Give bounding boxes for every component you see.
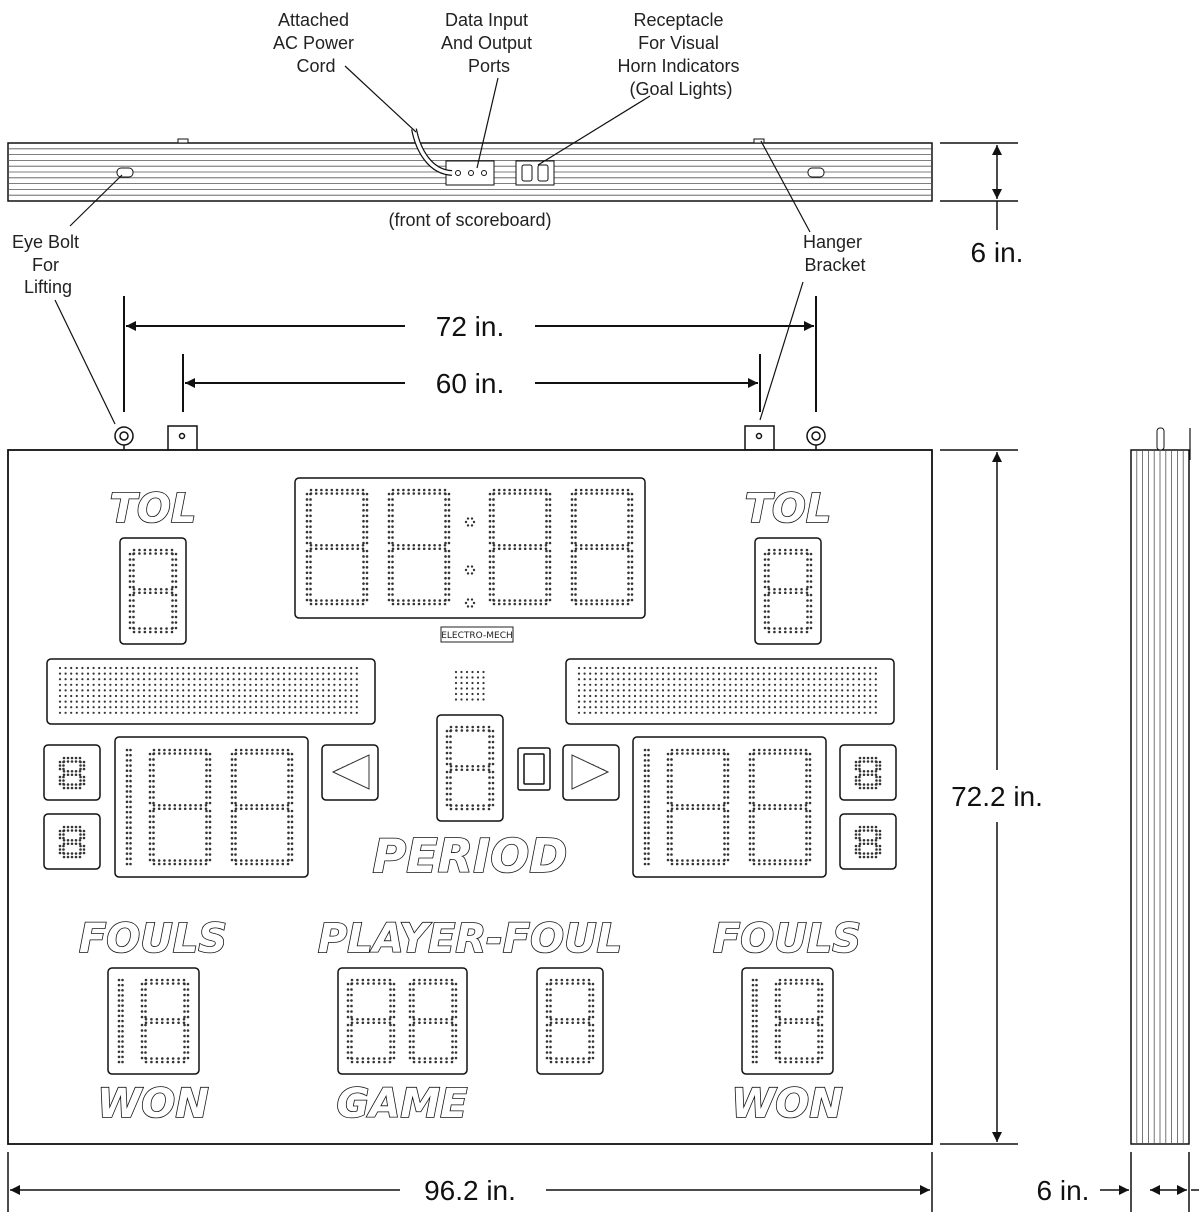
label-game: GAME xyxy=(337,1081,468,1127)
tol-left-panel xyxy=(119,537,187,645)
width-label: 96.2 in. xyxy=(424,1175,516,1206)
top-view xyxy=(7,128,933,202)
side-view-ridges xyxy=(1136,451,1184,1143)
height-dimension xyxy=(940,449,1018,1145)
top-eyebolt-left xyxy=(116,167,134,178)
callout-hanger-bracket: Hanger Bracket xyxy=(803,232,867,275)
period-panel xyxy=(436,714,504,822)
player-number-panel xyxy=(337,967,468,1075)
callout-power-cord: Attached AC Power Cord xyxy=(273,10,359,76)
fouls-right-panel xyxy=(741,967,834,1075)
top-depth-dimension xyxy=(940,142,1018,230)
board-hardware xyxy=(114,425,826,451)
front-of-scoreboard-note: (front of scoreboard) xyxy=(388,210,551,230)
span-dimensions xyxy=(123,296,817,412)
arrow-right-icon xyxy=(571,754,610,790)
player-fouls-panel xyxy=(536,967,604,1075)
message-panel-left xyxy=(46,658,376,725)
callout-data-ports: Data Input And Output Ports xyxy=(441,10,537,76)
callout-leaders xyxy=(54,65,811,425)
fouls-left-panel xyxy=(107,967,200,1075)
score-right-panel xyxy=(632,736,827,878)
height-label: 72.2 in. xyxy=(951,781,1043,812)
possession-arrows xyxy=(331,754,610,790)
side-depth-dimension xyxy=(1100,1152,1199,1212)
label-fouls-left: FOULS xyxy=(79,916,227,962)
hanger-span-label: 60 in. xyxy=(436,368,505,399)
eyebolt-span-label: 72 in. xyxy=(436,311,505,342)
clock-panel xyxy=(294,477,646,619)
label-tol-left: TOL xyxy=(110,486,197,532)
top-hanger-tab-right xyxy=(753,138,765,144)
arrow-left-icon xyxy=(331,754,370,790)
side-view xyxy=(1130,427,1191,1145)
top-depth-label: 6 in. xyxy=(971,237,1024,268)
label-player-foul: PLAYER-FOUL xyxy=(318,916,622,962)
display-panels xyxy=(43,477,897,1075)
callout-eye-bolt: Eye Bolt For Lifting xyxy=(12,232,84,297)
label-tol-right: TOL xyxy=(745,486,832,532)
side-eyebolt xyxy=(1156,427,1165,451)
brand-logo xyxy=(440,626,514,643)
label-period: PERIOD xyxy=(373,829,568,883)
top-eyebolt-right xyxy=(807,167,825,178)
width-dimension xyxy=(7,1152,933,1212)
brand-logo-text: ELECTRO-MECH xyxy=(441,631,513,641)
side-depth-label: 6 in. xyxy=(1037,1175,1090,1206)
label-won-right: WON xyxy=(731,1081,843,1127)
label-fouls-right: FOULS xyxy=(713,916,861,962)
message-panel-right xyxy=(565,658,895,725)
tol-right-panel xyxy=(754,537,822,645)
led-digits xyxy=(58,488,882,1064)
score-left-panel xyxy=(114,736,309,878)
top-hanger-tab-left xyxy=(177,138,189,144)
label-won-left: WON xyxy=(97,1081,209,1127)
callout-receptacle: Receptacle For Visual Horn Indicators (G… xyxy=(617,10,744,99)
